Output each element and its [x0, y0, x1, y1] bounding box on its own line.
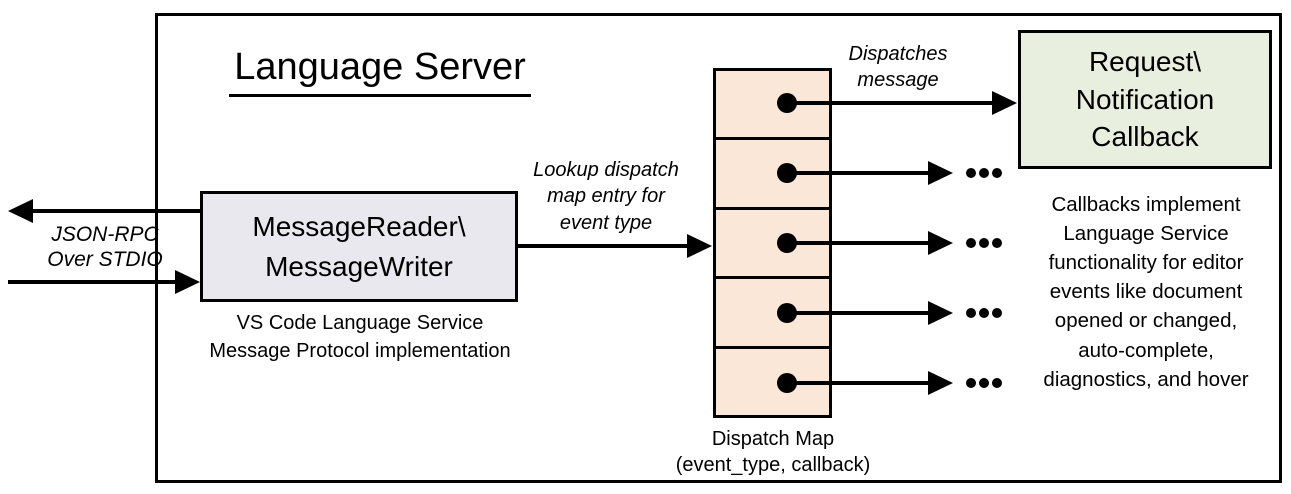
dispatch-map-box — [713, 68, 832, 418]
json-rpc-stdio-label: JSON-RPC Over STDIO — [25, 222, 185, 272]
message-reader-writer-label: MessageReader\ MessageWriter — [252, 207, 465, 287]
page-title-text: Language Server — [229, 46, 531, 97]
message-box-caption: VS Code Language Service Message Protoco… — [185, 309, 535, 365]
dispatch-map-cell — [716, 279, 829, 348]
request-notification-callback-label: Request\ Notification Callback — [1076, 43, 1215, 156]
lookup-dispatch-label: Lookup dispatch map entry for event type — [516, 157, 696, 236]
dispatch-map-cell — [716, 140, 829, 209]
request-notification-callback-box: Request\ Notification Callback — [1018, 30, 1272, 169]
dispatch-map-cell — [716, 71, 829, 140]
dispatch-map-cell — [716, 349, 829, 415]
dispatches-message-label: Dispatches message — [838, 41, 958, 93]
message-reader-writer-box: MessageReader\ MessageWriter — [200, 191, 518, 302]
callbacks-description-text: Callbacks implement Language Service fun… — [1010, 190, 1282, 394]
dispatch-map-cell — [716, 210, 829, 279]
dispatch-map-caption: Dispatch Map (event_type, callback) — [648, 426, 898, 479]
page-title: Language Server — [175, 46, 585, 97]
